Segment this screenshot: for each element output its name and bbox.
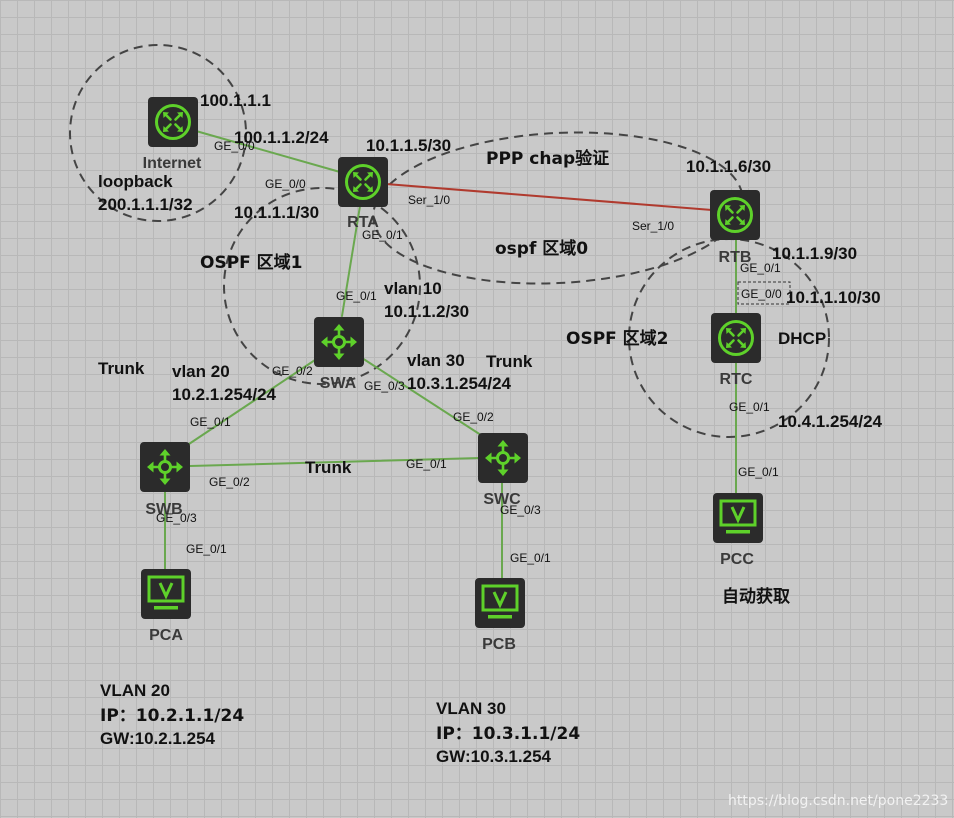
port-label: GE_0/1 bbox=[510, 551, 551, 565]
vlan-label: vlan 20 bbox=[172, 362, 230, 381]
ip-label: 10.1.1.10/30 bbox=[786, 288, 881, 307]
ospf-area0-label: ospf 区域0 bbox=[495, 238, 588, 259]
links bbox=[164, 130, 737, 579]
ip-label: 10.2.1.254/24 bbox=[172, 385, 277, 404]
pcb-ip-label: IP：10.3.1.1/24 bbox=[436, 724, 580, 744]
port-label: GE_0/2 bbox=[272, 364, 313, 378]
device-name-internet: Internet bbox=[143, 155, 202, 172]
vlan-label: vlan 10 bbox=[384, 279, 442, 298]
link-swb-swc bbox=[189, 457, 481, 467]
pcb-pc[interactable]: PCB bbox=[475, 578, 525, 653]
device-name-rtc: RTC bbox=[720, 371, 753, 388]
port-label: Ser_1/0 bbox=[632, 219, 674, 233]
device-name-pcb: PCB bbox=[482, 636, 516, 653]
switch-icon bbox=[140, 442, 190, 492]
ip-label: 10.4.1.254/24 bbox=[778, 412, 883, 431]
auto-obtain-label: 自动获取 bbox=[722, 586, 790, 607]
pca-vlan-label: VLAN 20 bbox=[100, 681, 170, 700]
port-labels: GE_0/0 GE_0/0 Ser_1/0 GE_0/1 Ser_1/0 GE_… bbox=[156, 139, 782, 565]
pc-monitor-icon bbox=[475, 578, 525, 628]
port-label: GE_0/0 bbox=[265, 177, 306, 191]
device-name-swa: SWA bbox=[320, 375, 357, 392]
pcc-pc[interactable]: PCC bbox=[713, 493, 763, 568]
pcb-gw-label: GW:10.3.1.254 bbox=[436, 747, 552, 766]
vlan-label: vlan 30 bbox=[407, 351, 465, 370]
ip-label: 10.3.1.254/24 bbox=[407, 374, 512, 393]
port-label: GE_0/1 bbox=[729, 400, 770, 414]
ip-label: 10.1.1.6/30 bbox=[686, 157, 771, 176]
internet-area-circle bbox=[69, 44, 247, 222]
ip-label: 10.1.1.9/30 bbox=[772, 244, 857, 263]
pca-gw-label: GW:10.2.1.254 bbox=[100, 729, 216, 748]
port-label: GE_0/1 bbox=[190, 415, 231, 429]
switch-icon bbox=[314, 317, 364, 367]
trunk-label: Trunk bbox=[98, 359, 145, 378]
swa-switch[interactable]: SWA bbox=[314, 317, 364, 392]
router-icon bbox=[148, 97, 198, 147]
link-swa-swc bbox=[361, 357, 485, 438]
ip-label: 10.1.1.5/30 bbox=[366, 136, 451, 155]
router-icon bbox=[711, 313, 761, 363]
pc-monitor-icon bbox=[141, 569, 191, 619]
loopback-label: loopback bbox=[98, 172, 173, 191]
switch-icon bbox=[478, 433, 528, 483]
port-label: GE_0/1 bbox=[740, 261, 781, 275]
swb-switch[interactable]: SWB bbox=[140, 442, 190, 518]
link-rta-swa bbox=[341, 205, 361, 317]
port-label: GE_0/1 bbox=[406, 457, 447, 471]
ip-label: 100.1.1.2/24 bbox=[234, 128, 329, 147]
watermark: https://blog.csdn.net/pone2233 bbox=[728, 793, 948, 809]
rtc-router[interactable]: RTC bbox=[711, 313, 761, 388]
router-icon bbox=[338, 157, 388, 207]
devices: Internet RTA RTB RTC SWA SWB SWC PCA bbox=[140, 97, 763, 653]
rta-router[interactable]: RTA bbox=[338, 157, 388, 231]
port-label: GE_0/0 bbox=[214, 139, 255, 153]
port-label: GE_0/3 bbox=[500, 503, 541, 517]
port-label: GE_0/3 bbox=[156, 511, 197, 525]
rtc-ge00-port-box bbox=[737, 281, 791, 305]
device-name-swb: SWB bbox=[145, 501, 182, 518]
pcb-vlan-label: VLAN 30 bbox=[436, 699, 506, 718]
device-name-rtb: RTB bbox=[719, 249, 752, 266]
port-label: Ser_1/0 bbox=[408, 193, 450, 207]
swc-switch[interactable]: SWC bbox=[478, 433, 528, 508]
device-name-rta: RTA bbox=[347, 214, 379, 231]
ospf-area1-circle bbox=[223, 187, 421, 385]
port-label: GE_0/3 bbox=[364, 379, 405, 393]
pca-pc[interactable]: PCA bbox=[141, 569, 191, 644]
ppp-chap-label: PPP chap验证 bbox=[486, 148, 609, 169]
trunk-label: Trunk bbox=[305, 458, 352, 477]
router-icon bbox=[710, 190, 760, 240]
port-label: GE_0/2 bbox=[209, 475, 250, 489]
link-rta-rtb-serial bbox=[385, 183, 713, 211]
ip-label: 200.1.1.1/32 bbox=[98, 195, 193, 214]
internet-router[interactable]: Internet bbox=[143, 97, 202, 172]
port-label: GE_0/1 bbox=[362, 228, 403, 242]
link-swa-swb bbox=[185, 357, 319, 447]
rtb-router[interactable]: RTB bbox=[710, 190, 760, 266]
annotations: 100.1.1.1 100.1.1.2/24 loopback 200.1.1.… bbox=[98, 91, 883, 766]
device-name-swc: SWC bbox=[483, 491, 521, 508]
ospf-area2-label: OSPF 区域2 bbox=[566, 328, 669, 349]
trunk-label: Trunk bbox=[486, 352, 533, 371]
ip-label: 10.1.1.2/30 bbox=[384, 302, 469, 321]
ip-label: 100.1.1.1 bbox=[200, 91, 271, 110]
device-name-pcc: PCC bbox=[720, 551, 754, 568]
port-label: GE_0/1 bbox=[186, 542, 227, 556]
ospf-area1-label: OSPF 区域1 bbox=[200, 252, 303, 273]
ip-label: 10.1.1.1/30 bbox=[234, 203, 319, 222]
port-label: GE_0/2 bbox=[453, 410, 494, 424]
dhcp-label: DHCP bbox=[778, 329, 826, 348]
pca-ip-label: IP：10.2.1.1/24 bbox=[100, 706, 244, 726]
port-label: GE_0/0 bbox=[741, 287, 782, 301]
port-label: GE_0/1 bbox=[336, 289, 377, 303]
device-name-pca: PCA bbox=[149, 627, 183, 644]
pc-monitor-icon bbox=[713, 493, 763, 543]
port-label: GE_0/1 bbox=[738, 465, 779, 479]
link-internet-rta bbox=[195, 130, 341, 173]
